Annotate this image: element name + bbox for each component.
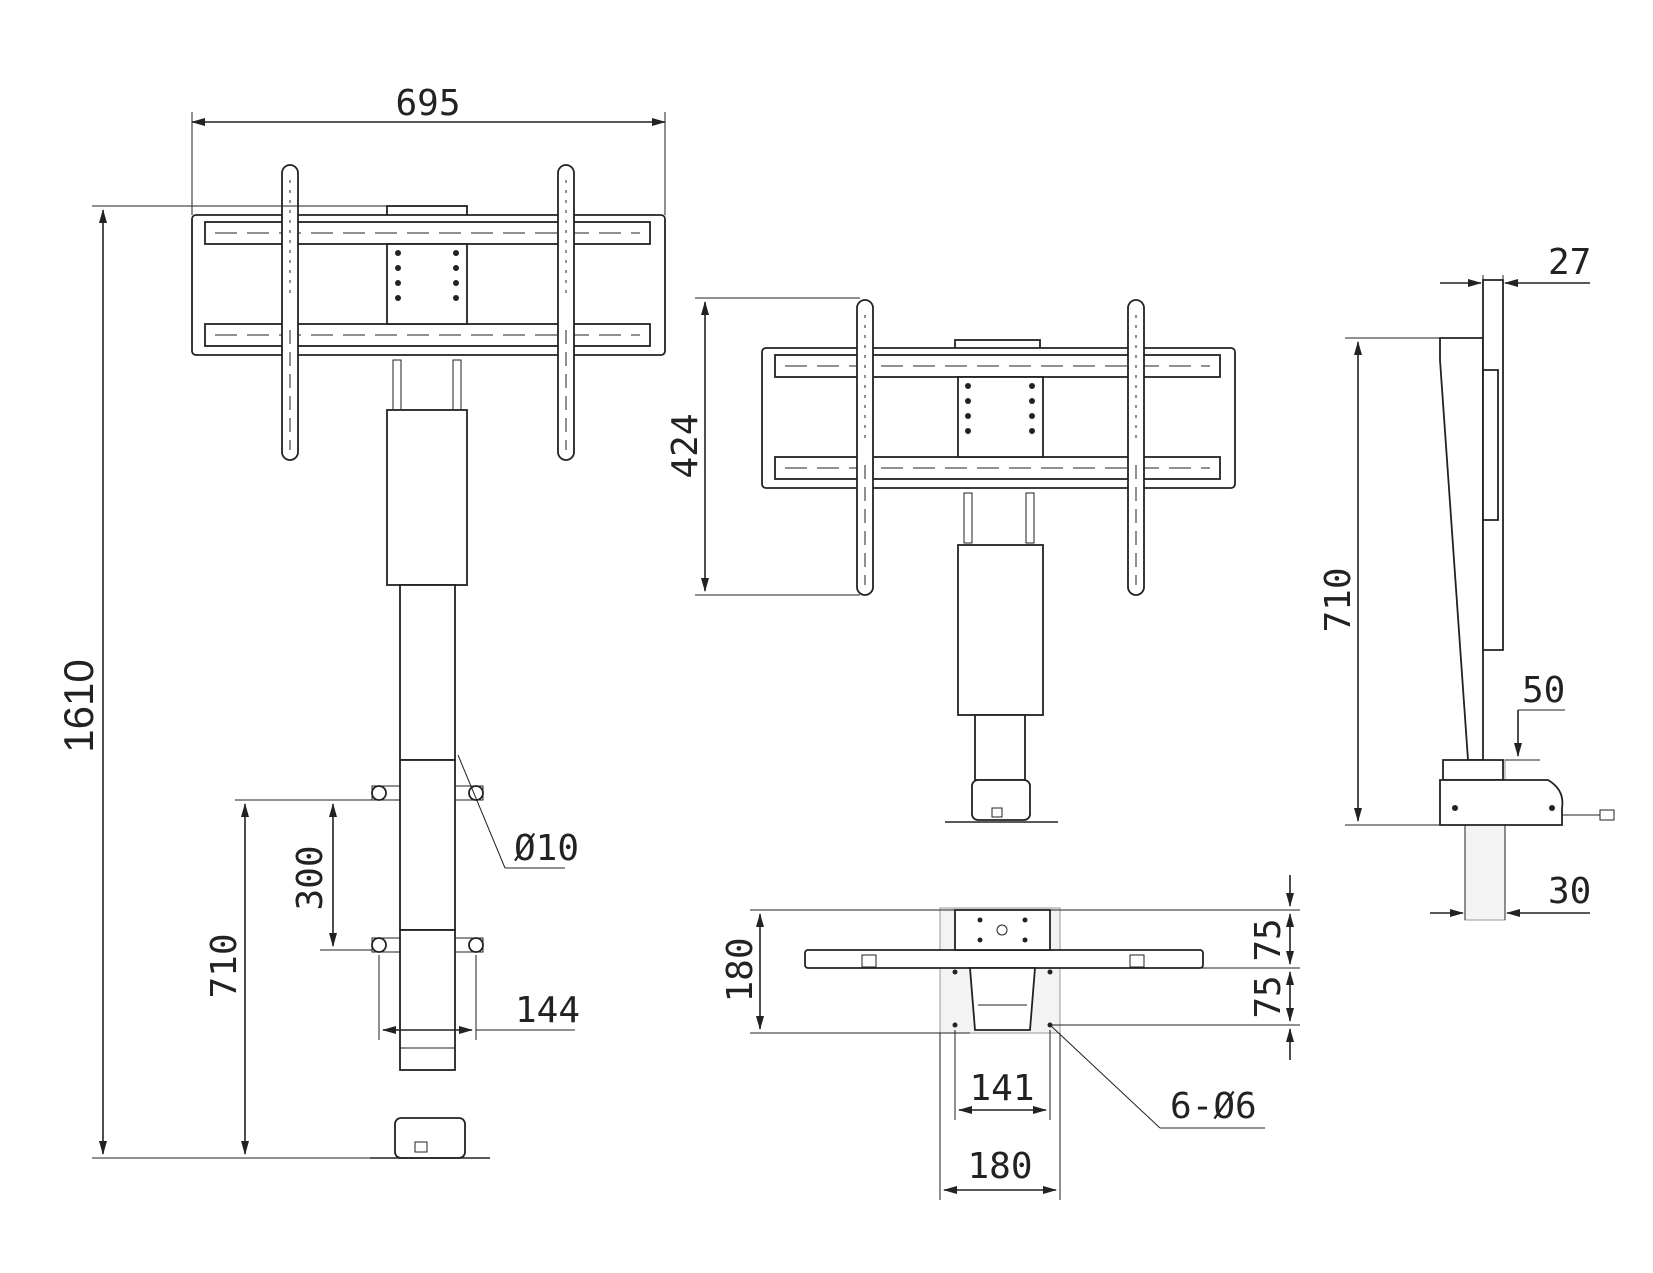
- dim-bracket-height: 424: [665, 413, 706, 478]
- dim-base-depth: 180: [720, 937, 761, 1002]
- dim-side-lift: 710: [1318, 567, 1359, 632]
- dim-hole-diameter: Ø10: [514, 828, 579, 869]
- dim-base-row-top: 75: [1248, 918, 1289, 961]
- dim-side-depth: 27: [1548, 242, 1591, 283]
- dim-base-row-bottom: 75: [1248, 975, 1289, 1018]
- side-view: [1439, 279, 1615, 921]
- retracted-dimensions: 424: [665, 297, 860, 596]
- base-plan-view: [804, 907, 1204, 1034]
- dim-base-outer-width: 180: [967, 1146, 1032, 1187]
- dim-overall-height: 1610: [55, 659, 102, 752]
- base-dimensions: 180 75 75 141 180 6-Ø6: [720, 875, 1300, 1200]
- front-dimensions: 695 1610 710 300 Ø10 144: [55, 83, 666, 1159]
- retracted-view: [761, 299, 1236, 823]
- dim-front-width: 695: [395, 83, 460, 124]
- dim-base-holes: 6-Ø6: [1170, 1086, 1257, 1127]
- front-view: [191, 164, 666, 1159]
- dim-side-offset-bottom: 30: [1548, 871, 1591, 912]
- side-dimensions: 27 710 50 30: [1318, 242, 1591, 920]
- dim-base-width: 144: [515, 990, 580, 1031]
- dim-hole-spacing: 300: [290, 845, 331, 910]
- dim-front-lift: 710: [204, 933, 245, 998]
- dim-base-inner-width: 141: [969, 1068, 1034, 1109]
- dim-side-offset-top: 50: [1522, 670, 1565, 711]
